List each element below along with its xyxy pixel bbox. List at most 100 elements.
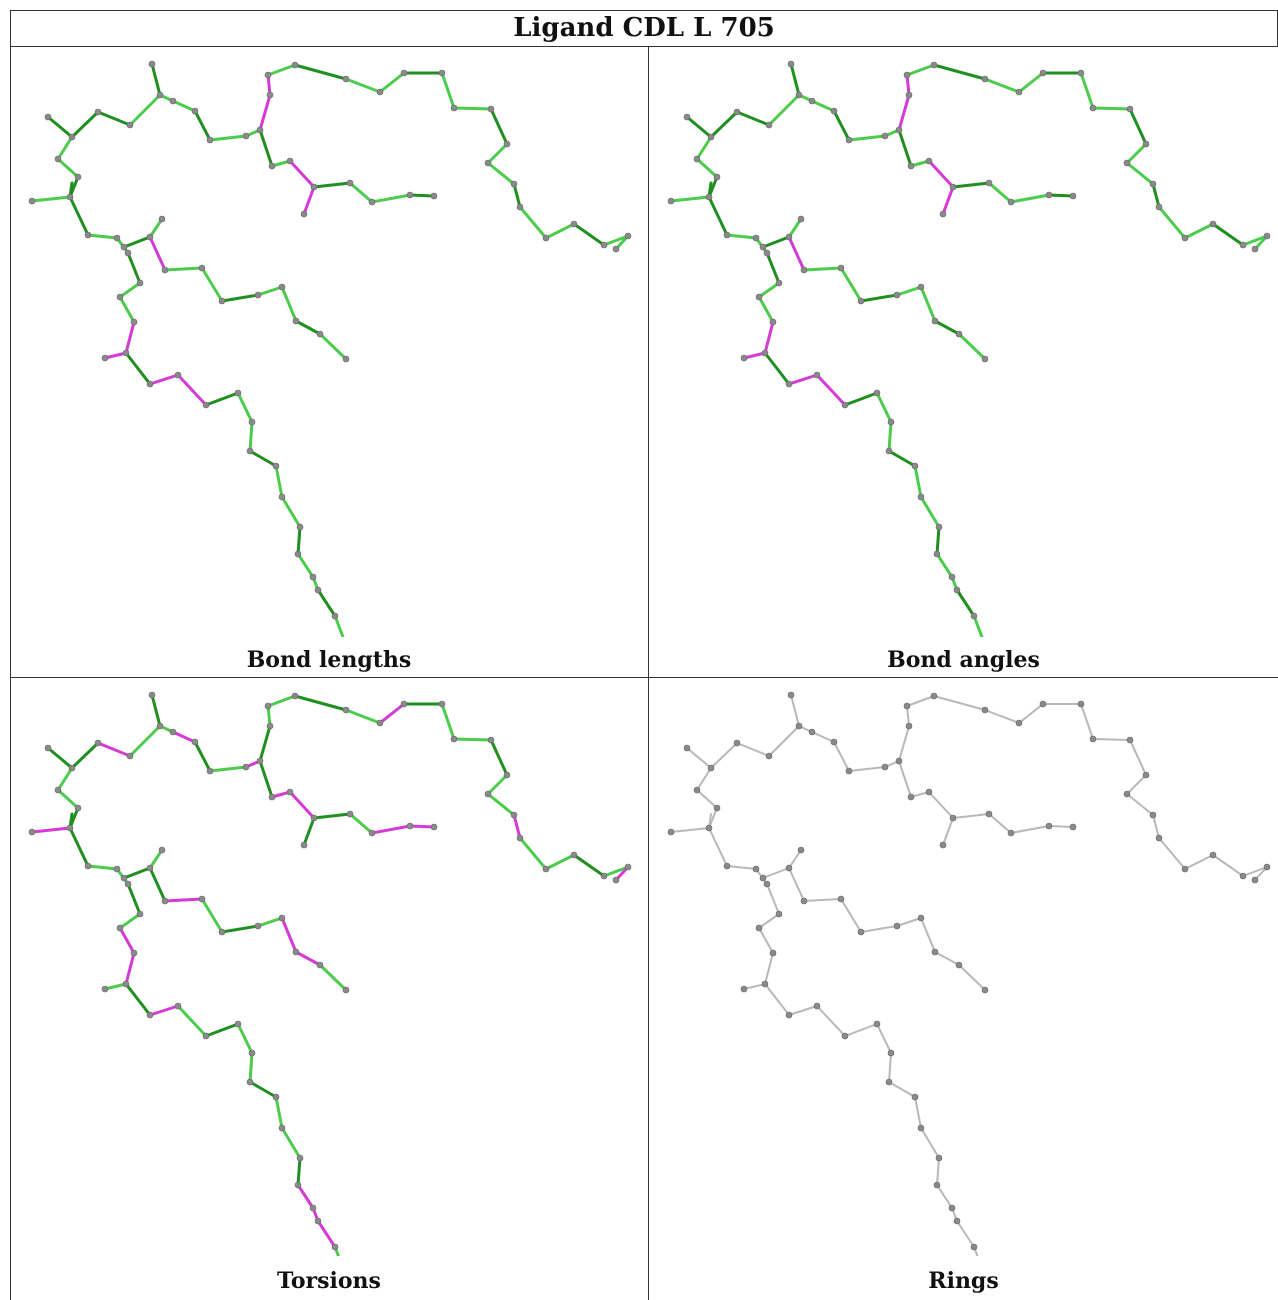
bond [274, 1095, 284, 1130]
bond [56, 157, 80, 179]
atom [981, 75, 989, 83]
bond [936, 1184, 953, 1209]
atom [510, 180, 518, 188]
bond [312, 181, 352, 189]
atom [785, 233, 793, 241]
bond [489, 738, 509, 777]
atom [487, 105, 495, 113]
bond [56, 788, 80, 810]
bond [118, 281, 142, 299]
bond [602, 234, 630, 247]
bond [707, 195, 729, 237]
atom [740, 354, 748, 362]
bond [118, 926, 136, 955]
atom [837, 895, 845, 903]
atom [148, 691, 156, 699]
bond [256, 285, 284, 297]
bond [124, 982, 152, 1017]
atom [542, 234, 550, 242]
atom [785, 1011, 793, 1019]
bond [933, 319, 961, 336]
atom [234, 1020, 242, 1028]
atom [101, 354, 109, 362]
atom [300, 210, 308, 218]
bond [1157, 205, 1187, 240]
bond [280, 1126, 302, 1160]
atom [400, 700, 408, 708]
atom [885, 447, 893, 455]
bond [544, 222, 576, 240]
bond [294, 950, 322, 967]
bond [952, 813, 990, 819]
atom [763, 880, 771, 888]
atom [438, 700, 446, 708]
bond [816, 1005, 846, 1037]
atom [985, 810, 993, 818]
bond [936, 1157, 940, 1186]
atom [797, 846, 805, 854]
atom [931, 317, 939, 325]
atom [1209, 851, 1217, 859]
bond [1047, 193, 1075, 198]
bond [767, 93, 801, 127]
atom [955, 961, 963, 969]
bond [1126, 774, 1147, 795]
atom [1126, 736, 1134, 744]
atom [787, 60, 795, 68]
bond [696, 767, 712, 791]
atom [808, 97, 816, 105]
bond [236, 1022, 254, 1055]
atom [1251, 245, 1259, 253]
bond [742, 351, 767, 360]
atom [310, 183, 318, 191]
atom [1007, 198, 1015, 206]
bond [318, 332, 348, 361]
bond [171, 730, 197, 744]
atom [202, 1032, 210, 1040]
bond [176, 373, 208, 407]
bond [348, 812, 374, 835]
atom [930, 692, 938, 700]
bond [193, 740, 212, 773]
bond [686, 747, 712, 769]
bond [898, 760, 912, 798]
bond [316, 588, 337, 618]
atom [294, 550, 302, 558]
atom [158, 215, 166, 223]
atom [248, 418, 256, 426]
bond [914, 1096, 922, 1129]
bond [46, 746, 74, 770]
bond [897, 93, 911, 132]
atom [759, 874, 767, 882]
atom [713, 173, 721, 181]
bond [148, 848, 164, 870]
atom [970, 1243, 978, 1251]
bond [957, 332, 987, 361]
atom [198, 264, 206, 272]
atom [985, 179, 993, 187]
atom [905, 91, 913, 99]
bond [171, 99, 197, 113]
atom [907, 793, 915, 801]
atom [292, 317, 300, 325]
atom [124, 249, 132, 257]
bond [248, 1080, 278, 1099]
bond [919, 285, 937, 323]
caption-torsions: Torsions [277, 1268, 381, 1294]
bond [258, 128, 274, 168]
atom [907, 162, 915, 170]
atom [331, 612, 339, 620]
bond [148, 235, 167, 272]
atom [911, 462, 919, 470]
bond [695, 157, 719, 179]
bond [887, 420, 893, 453]
atom [765, 752, 773, 760]
bond [1017, 71, 1045, 94]
bond [163, 266, 204, 272]
bond [758, 927, 774, 954]
atom [242, 763, 250, 771]
atom [376, 719, 384, 727]
bond [757, 295, 775, 324]
atom [278, 493, 286, 501]
bond [955, 588, 976, 618]
